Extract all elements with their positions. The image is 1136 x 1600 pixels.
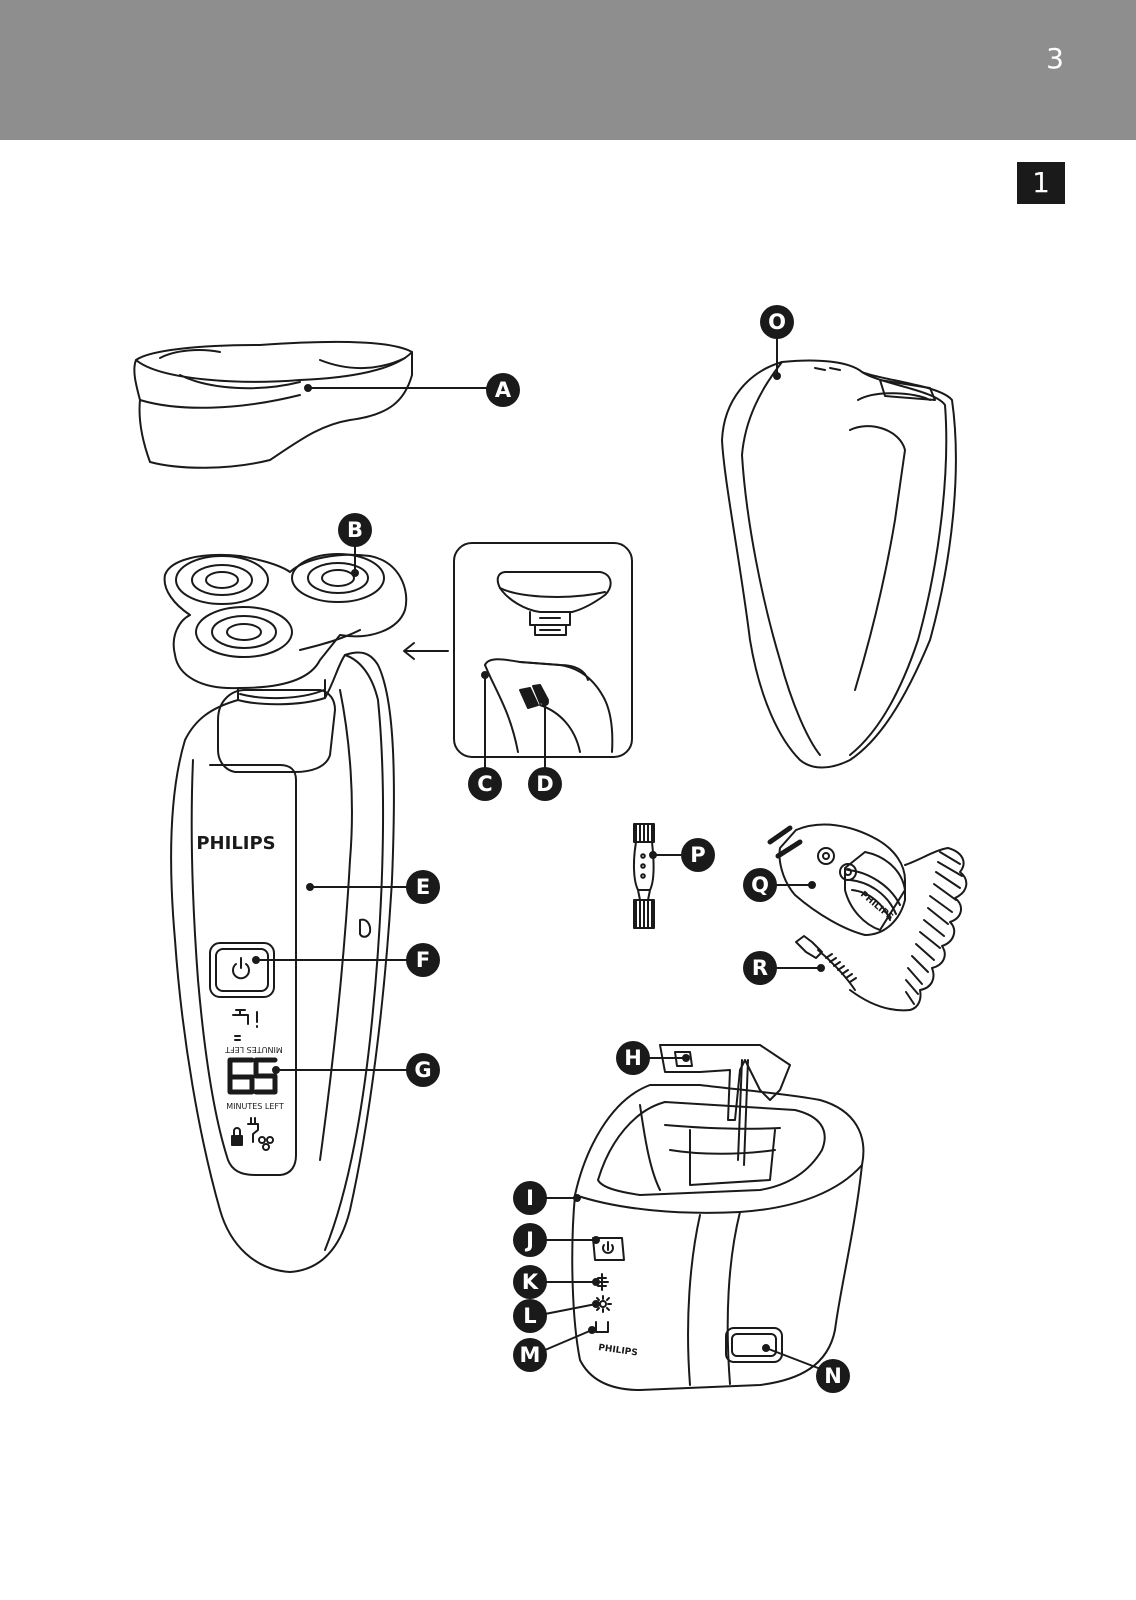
- station-power-icon: [602, 1241, 614, 1254]
- power-adapter: [767, 823, 906, 936]
- inset-arrow: [403, 642, 449, 660]
- coiled-cord: [774, 847, 968, 1012]
- figure-number: 1: [1017, 162, 1065, 204]
- station-power-button: [592, 1237, 625, 1261]
- lcd-display: [227, 1057, 278, 1095]
- shaver-brand: PHILIPS: [196, 833, 275, 854]
- minutes-left-label: MINUTES LEFT: [226, 1102, 284, 1111]
- callout-n: N: [816, 1359, 850, 1393]
- callout-k: K: [513, 1265, 547, 1299]
- clean-icon: [597, 1273, 609, 1291]
- callout-g: G: [406, 1053, 440, 1087]
- callout-o: O: [760, 305, 794, 339]
- callout-b: B: [338, 513, 372, 547]
- header-bar: [0, 0, 1136, 140]
- protection-cap: [133, 340, 413, 469]
- detail-inset: [453, 542, 633, 771]
- callout-i: I: [513, 1181, 547, 1215]
- shaving-heads-icon: [258, 1136, 274, 1151]
- callout-e: E: [406, 870, 440, 904]
- adapter-brand: PHILIPS: [858, 890, 895, 923]
- callout-d: D: [528, 767, 562, 801]
- callout-h: H: [616, 1041, 650, 1075]
- callout-q: Q: [743, 868, 777, 902]
- callout-l: L: [513, 1299, 547, 1333]
- callout-c: C: [468, 767, 502, 801]
- cleaning-station: [544, 1044, 865, 1391]
- lock-icon: [231, 1127, 243, 1146]
- tap-warning-icon: [232, 1009, 258, 1041]
- pouch: [721, 359, 957, 769]
- shaver: [163, 544, 409, 1273]
- minutes-left-label-inverted: MINUTES LEFT: [225, 1045, 283, 1054]
- callout-m: M: [513, 1338, 547, 1372]
- callout-f: F: [406, 943, 440, 977]
- plug-icon: [247, 1117, 259, 1143]
- callout-a: A: [486, 373, 520, 407]
- callout-p: P: [681, 838, 715, 872]
- cleaning-brush: [632, 823, 684, 929]
- page-number: 3: [1046, 42, 1064, 75]
- power-icon: [232, 957, 250, 980]
- callout-r: R: [743, 951, 777, 985]
- callout-j: J: [513, 1223, 547, 1257]
- station-brand: PHILIPS: [598, 1343, 639, 1358]
